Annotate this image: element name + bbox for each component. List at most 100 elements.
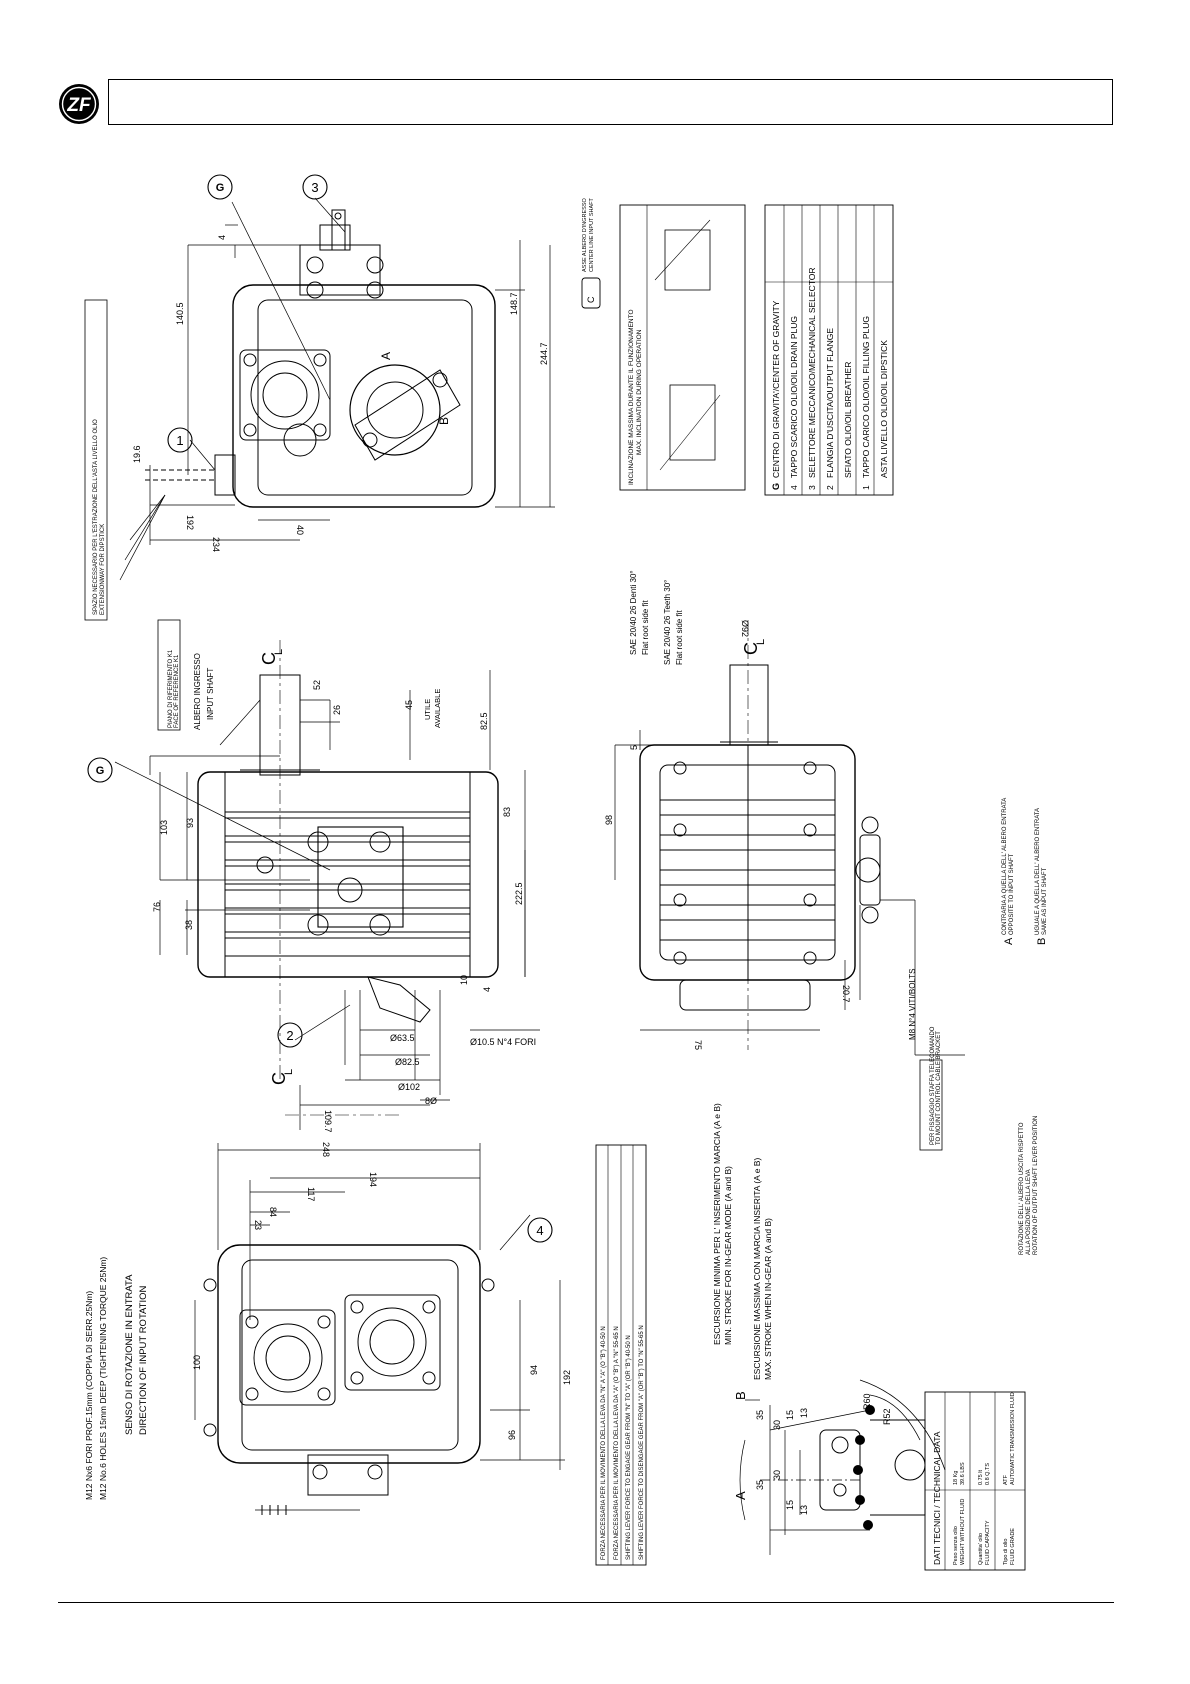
tech-0-v1: 18 Kg bbox=[953, 1471, 959, 1485]
bracket-en: TO MOUNT CONTROL CABLE BRACKET bbox=[936, 1031, 942, 1145]
label-a-rear: A bbox=[379, 352, 393, 360]
bracket-it: PER FISSAGGIO STAFFA TELECOMANDO bbox=[930, 1026, 936, 1145]
cooling-fins bbox=[225, 811, 470, 957]
rot-a-letter: A bbox=[1003, 937, 1015, 945]
front-selector bbox=[307, 1454, 389, 1496]
view-side bbox=[114, 619, 540, 1130]
dim-4b: 4 bbox=[482, 987, 492, 992]
cl-sub-top: L bbox=[755, 639, 767, 645]
legend-key-5: 1 bbox=[861, 485, 871, 490]
dim-83: 83 bbox=[502, 807, 512, 817]
dim-248: 248 bbox=[321, 1142, 331, 1157]
ref-face-box bbox=[157, 619, 181, 731]
input-shaft-it: ALBERO INGRESSO bbox=[193, 653, 202, 730]
rotation-en: DIRECTION OF INPUT ROTATION bbox=[138, 1286, 149, 1436]
rotation-it: SENSO DI ROTAZIONE IN ENTRATA bbox=[124, 1274, 135, 1435]
tech-1-en: FLUID CAPACITY bbox=[985, 1520, 991, 1565]
sae2-it: SAE 20/40 26 Teeth 30° bbox=[663, 580, 672, 665]
balloon-g-top bbox=[207, 174, 233, 200]
dim-76: 76 bbox=[152, 902, 162, 912]
rot-out-it2: ALLA POSIZIONE DELLA LEVA bbox=[1026, 1169, 1032, 1255]
front-flange-left bbox=[239, 1309, 336, 1406]
front-housing-inner bbox=[241, 1259, 459, 1451]
inclination-box bbox=[619, 204, 746, 491]
dim-140-5: 140.5 bbox=[175, 302, 185, 325]
dim-98: 98 bbox=[604, 815, 614, 825]
output-flange bbox=[349, 364, 441, 456]
dim-148-7: 148.7 bbox=[509, 292, 519, 315]
m12-note-it: M12 Nx6 FORI PROF.15mm (COPPIA DI SERR.2… bbox=[84, 1291, 94, 1500]
balloon-1-label: 1 bbox=[176, 433, 183, 448]
rot-b-it: UGUALE A QUELLA DELL' ALBERO ENTRATA bbox=[1035, 808, 1041, 935]
rear-boss bbox=[283, 423, 317, 457]
dim-117: 117 bbox=[306, 1187, 316, 1201]
balloon-3-label: 3 bbox=[311, 180, 318, 195]
stroke-max-en: MAX. STROKE WHEN IN-GEAR (A and B) bbox=[763, 1218, 773, 1380]
legend-text-2: SELETTORE MECCANICO/MECHANICAL SELECTOR bbox=[807, 268, 817, 479]
cl-box-it: ASSE ALBERO D'INGRESSO bbox=[582, 197, 588, 272]
legend-key-3: 2 bbox=[825, 485, 835, 490]
legend-table bbox=[764, 204, 894, 496]
lever-35a: 35 bbox=[755, 1480, 765, 1490]
tech-title: DATI TECNICI / TECHNICAL DATA bbox=[932, 1431, 942, 1565]
lever-15a: 15 bbox=[785, 1500, 795, 1510]
rot-out-it1: ROTAZIONE DELL' ALBERO USCITA RISPETTO bbox=[1019, 1122, 1025, 1255]
rot-a-en: OPPOSITE TO INPUT SHAFT bbox=[1009, 853, 1015, 935]
dim-63-5: Ø63.5 bbox=[390, 1033, 415, 1043]
inclination-sketch-2 bbox=[669, 384, 716, 461]
dim-82-5: 82.5 bbox=[479, 712, 489, 730]
technical-table bbox=[924, 1391, 1026, 1571]
cl-sub-input: L bbox=[273, 649, 285, 655]
utile-1: UTILE bbox=[423, 699, 432, 720]
legend-text-6: ASTA LIVELLO OLIO/OIL DIPSTICK bbox=[879, 340, 889, 478]
tech-1-v2: 0.8 Q.TS bbox=[985, 1463, 991, 1485]
dim-82-5b: Ø82.5 bbox=[395, 1057, 420, 1067]
dim-94: 94 bbox=[529, 1365, 539, 1375]
dim-194: 194 bbox=[368, 1172, 378, 1187]
dipstick-note-en: EXTENSIONWAY FOR DIPSTICK bbox=[100, 524, 106, 615]
tech-2-it: Tipo di olio bbox=[1003, 1539, 1009, 1565]
cl-sub-output: L bbox=[283, 1069, 295, 1075]
lever-r60: R60 bbox=[862, 1393, 872, 1410]
dim-19-6: 19.6 bbox=[132, 445, 142, 463]
tech-1-it: Quantita' olio bbox=[978, 1533, 984, 1565]
dim-84: 84 bbox=[268, 1207, 278, 1217]
fill-plug bbox=[214, 454, 236, 496]
dim-75: 75 bbox=[693, 1040, 703, 1050]
inclination-sketch-1 bbox=[664, 229, 711, 291]
cl-symbol-box bbox=[581, 277, 601, 309]
dim-5: 5 bbox=[629, 745, 639, 750]
tech-0-it: Peso senza olio bbox=[953, 1526, 959, 1565]
dim-93: 93 bbox=[185, 818, 195, 828]
top-fins bbox=[660, 799, 835, 941]
lever-35b: 35 bbox=[755, 1410, 765, 1420]
dim-23: 23 bbox=[253, 1220, 263, 1230]
dim-40: 40 bbox=[295, 525, 305, 535]
stroke-min-en: MIN. STROKE FOR IN-GEAR MODE (A and B) bbox=[723, 1166, 733, 1345]
legend-key-0: G bbox=[771, 483, 781, 490]
m12-note-en: M12 No.6 HOLES 15mm DEEP (TIGHTENING TOR… bbox=[98, 1257, 108, 1500]
dim-102: Ø102 bbox=[398, 1082, 420, 1092]
dim-4: 4 bbox=[217, 235, 227, 240]
legend-text-0: CENTRO DI GRAVITA'/CENTER OF GRAVITY bbox=[771, 300, 781, 478]
dim-10: 10 bbox=[459, 975, 469, 985]
tech-2-en: FLUID GRADE bbox=[1010, 1528, 1016, 1565]
bracket-note-box bbox=[919, 1059, 943, 1151]
lever-label-a: A bbox=[733, 1491, 748, 1500]
ref-face-en: FACE OF REFERENCE K1 bbox=[174, 654, 180, 728]
label-b-rear: B bbox=[437, 417, 451, 425]
stroke-max-it: ESCURSIONE MASSIMA CON MARCIA INSERITA (… bbox=[752, 1158, 762, 1380]
dim-20-7: 20.7 bbox=[841, 985, 851, 1003]
dim-244-7: 244.7 bbox=[539, 342, 549, 365]
balloon-2 bbox=[277, 1022, 303, 1048]
view-front bbox=[194, 1143, 565, 1515]
cl-label-input: C bbox=[259, 652, 279, 665]
output-bore bbox=[366, 381, 424, 439]
zf-logo-icon: ZF bbox=[59, 84, 99, 124]
lever-r52: R52 bbox=[882, 1408, 892, 1425]
force-3: SHIFTING LEVER FORCE TO DISENGAGE GEAR F… bbox=[639, 1325, 645, 1560]
dim-234: 234 bbox=[211, 537, 221, 552]
cl-box-symbol: C bbox=[586, 296, 596, 303]
